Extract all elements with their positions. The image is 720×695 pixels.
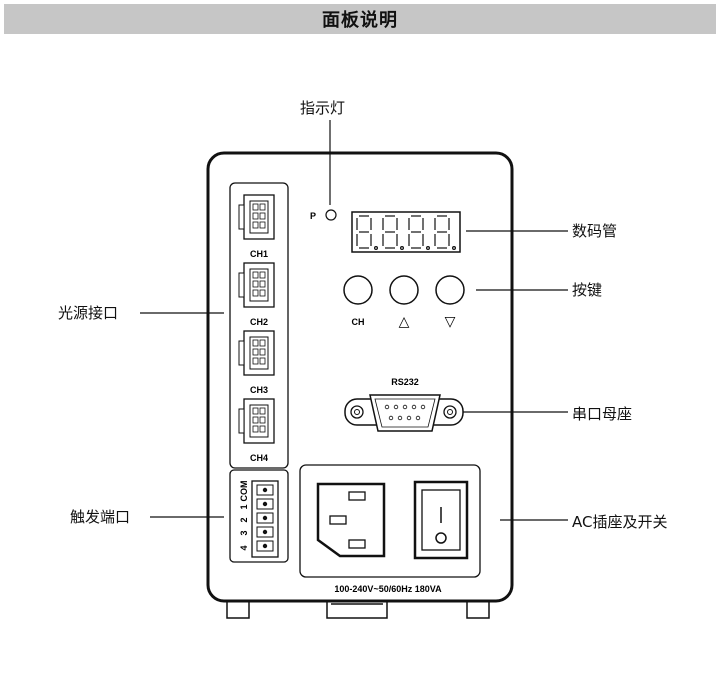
button-up-label: △ bbox=[399, 314, 410, 330]
ac-group bbox=[299, 464, 481, 578]
button-down[interactable] bbox=[435, 275, 465, 305]
label-serial: 串口母座 bbox=[572, 405, 633, 423]
light-port-3[interactable] bbox=[238, 330, 275, 376]
light-port-label: CH3 bbox=[250, 385, 268, 395]
label-indicator: 指示灯 bbox=[300, 99, 346, 117]
trigger-pin-0[interactable] bbox=[256, 484, 274, 496]
label-display: 数码管 bbox=[572, 222, 618, 240]
trigger-pin-com: COM bbox=[239, 481, 249, 502]
trigger-pin-1: 1 bbox=[239, 504, 249, 509]
light-port-4[interactable] bbox=[238, 398, 275, 444]
digit-1 bbox=[356, 215, 379, 251]
button-down-label: ▽ bbox=[445, 314, 456, 330]
trigger-pin-2: 2 bbox=[239, 517, 249, 522]
digit-2 bbox=[382, 215, 405, 251]
digit-3 bbox=[408, 215, 431, 251]
trigger-pin-4[interactable] bbox=[256, 540, 274, 552]
button-ch[interactable] bbox=[343, 275, 373, 305]
page-title: 面板说明 bbox=[322, 10, 398, 31]
trigger-pin-3: 3 bbox=[239, 530, 249, 535]
trigger-pin-2[interactable] bbox=[256, 512, 274, 524]
trigger-port-group bbox=[229, 469, 289, 563]
label-ac: AC插座及开关 bbox=[572, 513, 668, 531]
serial-label: RS232 bbox=[391, 377, 419, 387]
label-light-ports: 光源接口 bbox=[58, 304, 119, 322]
light-port-label: CH1 bbox=[250, 249, 268, 259]
indicator-mark: P bbox=[310, 211, 316, 221]
leader-lines bbox=[140, 120, 568, 521]
trigger-pin-3[interactable] bbox=[256, 526, 274, 538]
button-ch-label: CH bbox=[352, 317, 365, 327]
light-port-group bbox=[229, 182, 289, 469]
title-bar: 面板说明 bbox=[4, 4, 716, 34]
light-port-label: CH4 bbox=[250, 453, 268, 463]
power-switch[interactable] bbox=[413, 480, 469, 560]
trigger-pin-1[interactable] bbox=[256, 498, 274, 510]
trigger-pin-labels: COM 1 2 3 4 bbox=[239, 481, 249, 551]
digit-4 bbox=[434, 215, 457, 251]
label-keys: 按键 bbox=[572, 281, 603, 299]
label-trigger: 触发端口 bbox=[70, 508, 131, 526]
light-port-1[interactable] bbox=[238, 194, 275, 240]
serial-port[interactable] bbox=[344, 394, 464, 432]
trigger-pin-4: 4 bbox=[239, 545, 249, 550]
light-port-2[interactable] bbox=[238, 262, 275, 308]
ac-socket[interactable] bbox=[316, 482, 386, 558]
power-rating: 100-240V~50/60Hz 180VA bbox=[334, 584, 442, 594]
button-up[interactable] bbox=[389, 275, 419, 305]
light-port-label: CH2 bbox=[250, 317, 268, 327]
indicator-led bbox=[325, 209, 337, 221]
